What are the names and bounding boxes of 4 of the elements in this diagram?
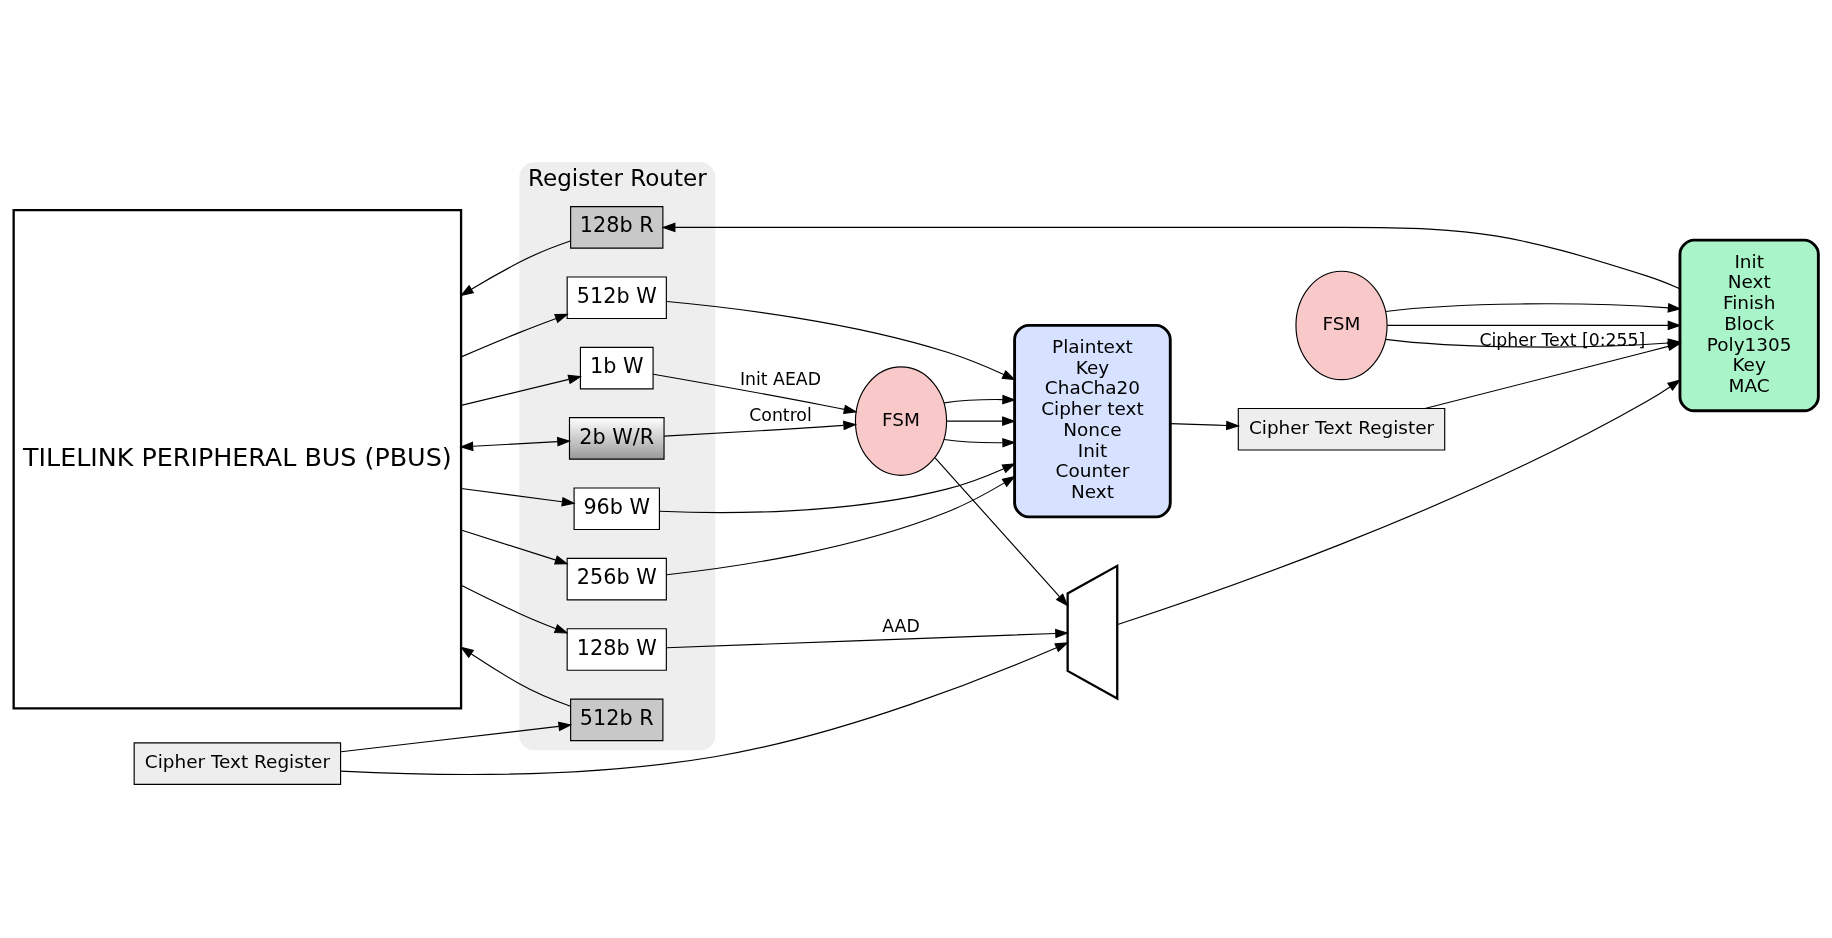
edge-label: Control (749, 405, 812, 426)
edge-label: Init AEAD (740, 369, 821, 390)
edge-label: AAD (882, 616, 920, 637)
edge-label: Cipher Text [0:255] (1479, 330, 1646, 351)
